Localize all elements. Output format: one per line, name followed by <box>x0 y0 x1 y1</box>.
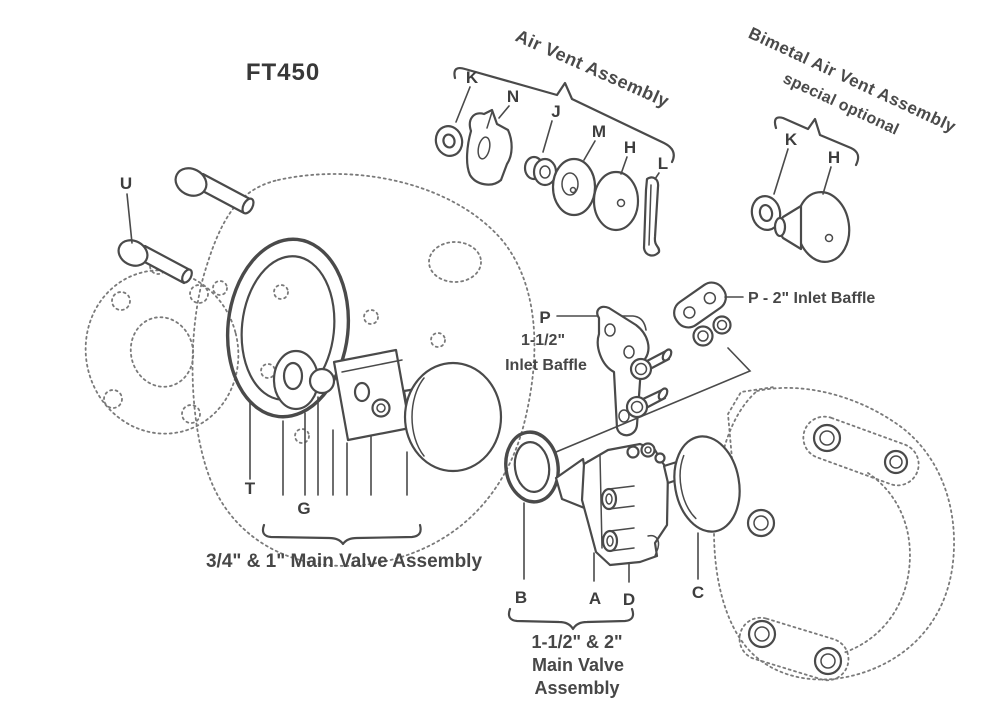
washer-k-bimetal <box>750 195 782 231</box>
caption-large-size: 1-1/2" & 2" <box>531 632 622 652</box>
inlet-baffle-2-group: P - 2" Inlet Baffle <box>555 281 875 453</box>
gasket-ring-b <box>504 430 560 504</box>
leader-u <box>126 193 133 244</box>
valve-seat-ring <box>272 349 320 411</box>
part-label-u: U <box>120 174 132 193</box>
baffle-bolt-1 <box>629 348 673 381</box>
part-label-l: L <box>658 154 668 173</box>
trap-body-dashed-large <box>713 386 955 682</box>
part-label-j: J <box>551 102 560 121</box>
part-label-g: G <box>297 499 310 518</box>
part-label-h: H <box>624 138 636 157</box>
cover-dome-small <box>403 361 503 473</box>
caption-large-name1: Main Valve <box>532 655 624 675</box>
part-label-b: B <box>515 588 527 607</box>
air-vent-title: Air Vent Assembly <box>513 26 673 112</box>
cover-bolt <box>812 423 842 453</box>
leader-p <box>556 315 647 331</box>
baffle-15-name: Inlet Baffle <box>505 357 587 374</box>
cover-bolt <box>746 508 776 538</box>
model-label: FT450 <box>246 59 320 86</box>
cover-dome-c <box>673 435 741 533</box>
part-label-t: T <box>245 479 256 498</box>
bimetal-air-vent-group: Bimetal Air Vent Assembly special option… <box>746 24 959 263</box>
part-label-n: N <box>507 87 519 106</box>
part-label-d: D <box>623 590 635 609</box>
inlet-baffle-15-group: P 1-1/2" Inlet Baffle <box>505 305 673 437</box>
bracket-n <box>465 108 513 186</box>
top-fittings <box>626 442 666 464</box>
clip-l <box>642 176 661 257</box>
bimetal-brace <box>773 116 860 167</box>
inlet-flange-dashed <box>84 269 240 435</box>
baffle-2-label: P - 2" Inlet Baffle <box>748 290 875 307</box>
part-label-c: C <box>692 583 704 602</box>
lever-bracket <box>332 348 412 442</box>
cover-bolt <box>813 646 843 676</box>
cover-bolts-large-body <box>746 423 909 676</box>
port-2 <box>601 527 635 553</box>
brace-large-valve <box>507 607 635 631</box>
disc-m <box>551 157 597 217</box>
bimetal-title-line1: Bimetal Air Vent Assembly <box>746 24 959 137</box>
cover-bolt <box>883 449 909 475</box>
disc-h <box>592 170 640 232</box>
nut-j <box>523 155 558 187</box>
baffle-nut-1 <box>692 325 714 347</box>
bolt-u-lower <box>117 239 193 285</box>
baffle-bolt-2 <box>625 387 669 419</box>
part-label-k: K <box>466 68 479 87</box>
trap-body-dashed-small <box>191 173 536 567</box>
part-label-a: A <box>589 589 601 608</box>
baffle-plate-2in <box>673 281 727 329</box>
port-1 <box>600 485 635 511</box>
air-vent-brace <box>453 66 675 164</box>
part-label-h2: H <box>828 148 840 167</box>
baffle-nut-2 <box>712 315 732 335</box>
leader-lines-small-valve <box>249 396 408 496</box>
bell-disc-h-bimetal <box>773 191 851 263</box>
bolt-u-upper <box>174 167 255 215</box>
washer-k <box>434 125 464 157</box>
valve-body <box>580 442 670 567</box>
pointer-bracket <box>555 347 752 453</box>
baffle-15-size: 1-1/2" <box>521 332 565 349</box>
large-main-valve-group: B A D C 1-1/2" & 2" Main Valve Assembly <box>504 430 741 698</box>
air-vent-assembly-group: Air Vent Assembly K <box>434 26 675 257</box>
part-label-p: P <box>539 308 550 327</box>
part-label-m: M <box>592 122 606 141</box>
caption-large-name2: Assembly <box>534 678 619 698</box>
cover-bolt <box>747 619 777 649</box>
caption-small-valve: 3/4" & 1" Main Valve Assembly <box>206 551 482 572</box>
brace-small-valve <box>261 523 422 546</box>
part-label-k2: K <box>785 130 798 149</box>
float-ball <box>308 367 336 395</box>
